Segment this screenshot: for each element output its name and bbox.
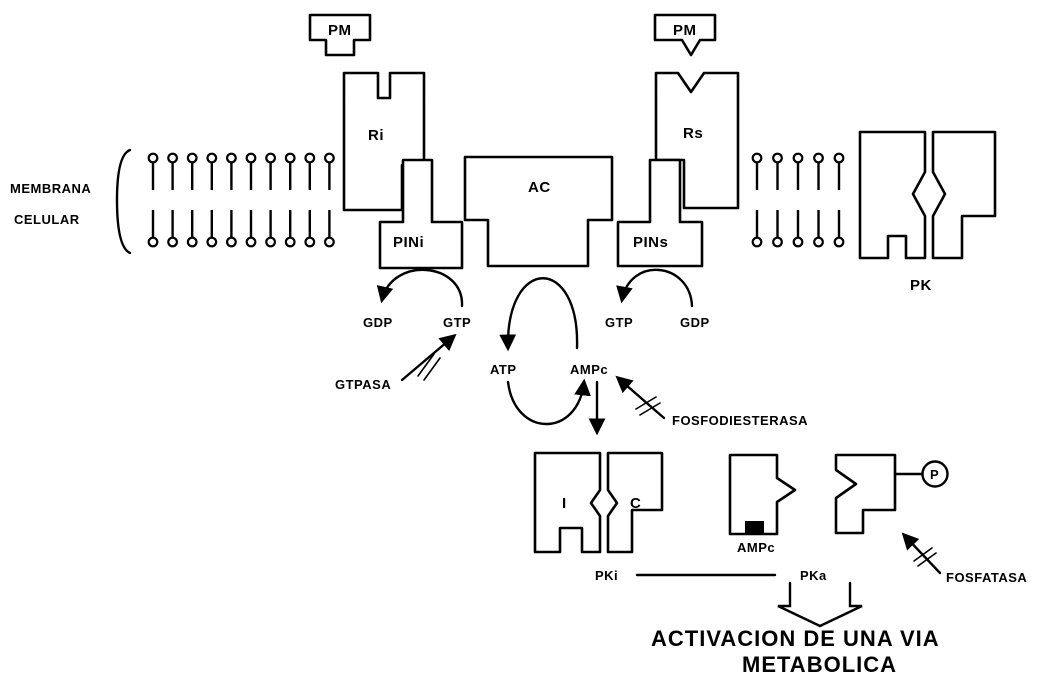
outcome-line1: ACTIVACION DE UNA VIA (651, 626, 940, 651)
lipid-head-outer (773, 154, 782, 163)
gtpasa-label: GTPASA (335, 377, 391, 392)
pk-label: PK (910, 277, 932, 294)
lipid-head-inner (773, 238, 782, 247)
lipid-head-inner (188, 238, 197, 247)
adenylate-cyclase-ac (465, 157, 612, 266)
lipid-head-inner (208, 238, 217, 247)
pk-inhibitory-subunit (535, 453, 600, 552)
lipid-head-outer (306, 154, 315, 163)
lipid-bilayer-left (149, 154, 334, 247)
lipid-head-inner (753, 238, 762, 247)
lipid-head-outer (325, 154, 334, 163)
gdp-left-label: GDP (363, 315, 393, 330)
subunit-i-label: I (562, 495, 567, 512)
lipid-head-inner (325, 238, 334, 247)
membrane-label-line1: MEMBRANA (10, 181, 91, 196)
fosfodiesterasa-arrow (618, 378, 664, 418)
lipid-head-outer (227, 154, 236, 163)
lipid-head-inner (794, 238, 803, 247)
pka-label: PKa (800, 568, 827, 583)
lipid-head-inner (306, 238, 315, 247)
receptor-ri-label: Ri (368, 127, 384, 144)
ampc-bound-label: AMPc (737, 540, 775, 555)
lipid-bilayer-right (753, 154, 844, 247)
lipid-head-outer (247, 154, 256, 163)
lipid-head-inner (149, 238, 158, 247)
lipid-head-outer (208, 154, 217, 163)
pins-gtp-gdp-cycle-arrow (622, 270, 692, 306)
lipid-head-inner (814, 238, 823, 247)
active-catalytic-subunit (836, 455, 895, 533)
ac-label: AC (528, 179, 551, 196)
bound-ampc-block (745, 521, 764, 534)
lipid-head-inner (168, 238, 177, 247)
lipid-head-inner (286, 238, 295, 247)
membrane-bracket (117, 150, 130, 253)
lipid-head-outer (286, 154, 295, 163)
lipid-head-inner (266, 238, 275, 247)
pki-label: PKi (595, 568, 618, 583)
lipid-head-outer (168, 154, 177, 163)
phosphate-label: P (930, 467, 939, 482)
protein-pini-label: PINi (393, 234, 424, 251)
atp-label: ATP (490, 362, 517, 377)
ampc-cycle-label: AMPc (570, 362, 608, 377)
subunit-c-label: C (630, 495, 641, 512)
atp-ampc-cycle-arrow (508, 382, 584, 424)
lipid-head-outer (794, 154, 803, 163)
pk-catalytic-subunit (933, 132, 995, 258)
pini-gdp-gtp-cycle-arrow (382, 270, 462, 306)
outcome-line2: METABOLICA (742, 652, 897, 677)
pm-label-right: PM (673, 22, 697, 39)
lipid-head-inner (227, 238, 236, 247)
lipid-head-outer (814, 154, 823, 163)
fosfatasa-label: FOSFATASA (946, 570, 1027, 585)
lipid-head-outer (835, 154, 844, 163)
lipid-head-inner (247, 238, 256, 247)
receptor-rs-label: Rs (683, 125, 703, 142)
pm-label-left: PM (328, 22, 352, 39)
membrane-label-line2: CELULAR (14, 212, 80, 227)
lipid-head-outer (266, 154, 275, 163)
lipid-head-outer (188, 154, 197, 163)
protein-pins-label: PINs (633, 234, 668, 251)
gtp-right-label: GTP (605, 315, 633, 330)
lipid-head-inner (835, 238, 844, 247)
pk-regulatory-subunit (860, 132, 925, 258)
ac-atp-conversion-arrow (508, 278, 577, 348)
gtp-left-label: GTP (443, 315, 471, 330)
fosfodiesterasa-label: FOSFODIESTERASA (672, 413, 808, 428)
lipid-head-outer (753, 154, 762, 163)
gdp-right-label: GDP (680, 315, 710, 330)
hollow-arrow-to-outcome (778, 583, 862, 626)
lipid-head-outer (149, 154, 158, 163)
